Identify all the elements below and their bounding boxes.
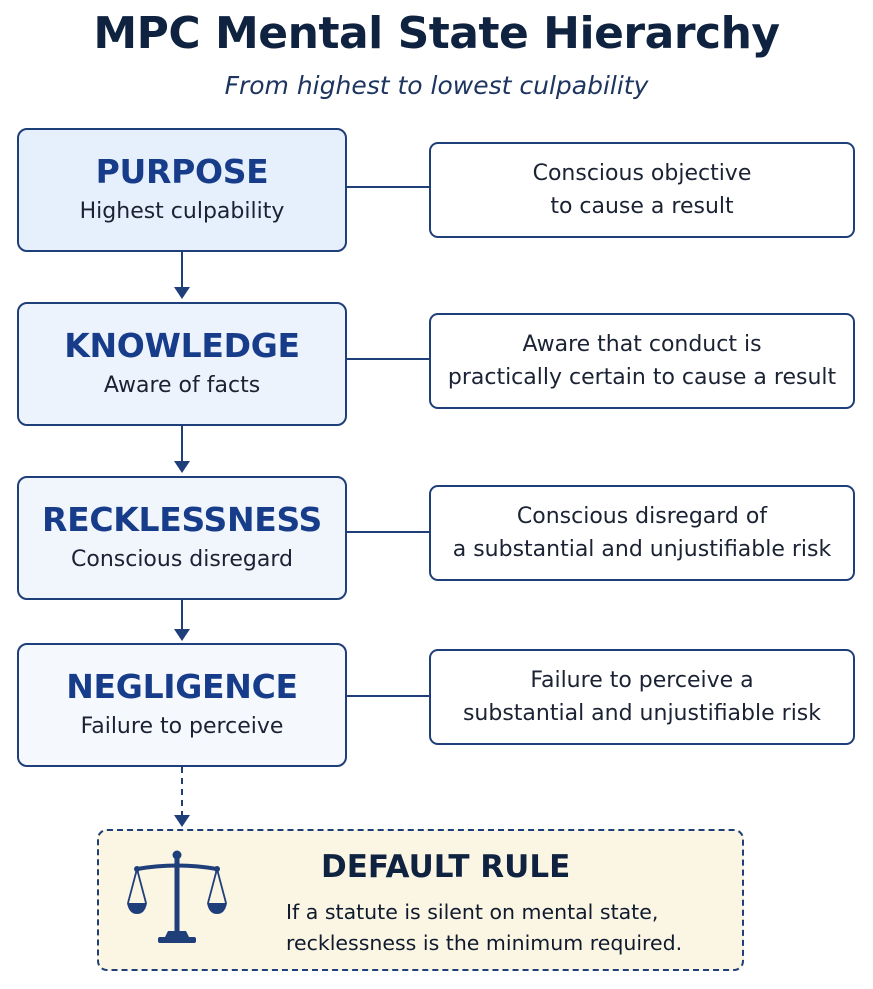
- description-box-negligence: Failure to perceive a substantial and un…: [429, 649, 855, 745]
- arrow-shaft: [181, 600, 183, 630]
- level-subtitle: Conscious disregard: [71, 547, 293, 572]
- description-text: Conscious objective to cause a result: [532, 161, 752, 219]
- description-box-knowledge: Aware that conduct is practically certai…: [429, 313, 855, 409]
- level-name: KNOWLEDGE: [64, 326, 300, 365]
- description-box-purpose: Conscious objective to cause a result: [429, 142, 855, 238]
- arrow-down-icon: [174, 629, 190, 641]
- description-text: Aware that conduct is practically certai…: [447, 332, 837, 390]
- level-name: RECKLESSNESS: [42, 500, 322, 539]
- level-negligence-box: NEGLIGENCE Failure to perceive: [17, 643, 347, 767]
- connector-line: [347, 695, 429, 697]
- dashed-arrow-shaft: [181, 767, 183, 817]
- level-subtitle: Aware of facts: [103, 373, 261, 398]
- page-subtitle: From highest to lowest culpability: [224, 71, 649, 100]
- level-recklessness-box: RECKLESSNESS Conscious disregard: [17, 476, 347, 600]
- arrow-shaft: [181, 252, 183, 288]
- description-text: Conscious disregard of a substantial and…: [452, 504, 832, 562]
- level-knowledge-box: KNOWLEDGE Aware of facts: [17, 302, 347, 426]
- description-text: Failure to perceive a substantial and un…: [462, 668, 822, 726]
- page-title: MPC Mental State Hierarchy: [93, 8, 780, 59]
- scales-of-justice-icon: [127, 850, 227, 943]
- description-box-recklessness: Conscious disregard of a substantial and…: [429, 485, 855, 581]
- arrow-down-icon: [174, 287, 190, 299]
- level-subtitle: Highest culpability: [79, 199, 285, 224]
- level-name: PURPOSE: [95, 152, 269, 191]
- default-rule-title: DEFAULT RULE: [321, 849, 571, 885]
- arrow-shaft: [181, 426, 183, 462]
- level-subtitle: Failure to perceive: [80, 714, 284, 739]
- arrow-down-icon: [174, 815, 190, 827]
- level-name: NEGLIGENCE: [66, 667, 298, 706]
- connector-line: [347, 531, 429, 533]
- arrow-down-icon: [174, 461, 190, 473]
- connector-line: [347, 358, 429, 360]
- default-rule-text: If a statute is silent on mental state, …: [286, 900, 683, 955]
- level-purpose-box: PURPOSE Highest culpability: [17, 128, 347, 252]
- default-rule-box: DEFAULT RULE If a statute is silent on m…: [97, 829, 744, 971]
- connector-line: [347, 186, 429, 188]
